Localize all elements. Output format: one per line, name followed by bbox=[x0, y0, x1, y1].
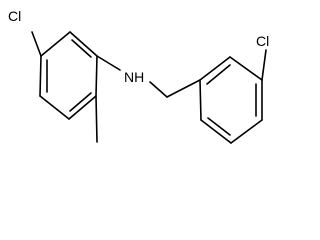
left-benzene-ring bbox=[39, 31, 98, 120]
chemical-structure-diagram: Cl NH Cl bbox=[8, 8, 269, 144]
bond-r2-r3 bbox=[229, 56, 263, 81]
bond-r4-r5 bbox=[230, 119, 263, 144]
double-bond-inner-1 bbox=[71, 39, 92, 58]
atom-label-cl-left: Cl bbox=[8, 8, 21, 24]
double-bond-inner-4 bbox=[206, 64, 231, 85]
bond-ring-to-cl-left bbox=[31, 31, 42, 57]
double-bond-inner-6 bbox=[207, 117, 231, 136]
bond-c3-c4 bbox=[68, 95, 97, 120]
double-bond-inner-2 bbox=[69, 92, 92, 112]
bond-c2-c3 bbox=[95, 55, 98, 97]
bond-r6-r1 bbox=[199, 79, 202, 121]
bond-ring-to-cl-right bbox=[261, 49, 267, 81]
bond-r1-r2 bbox=[199, 56, 231, 81]
bond-r5-r6 bbox=[200, 119, 232, 144]
bond-ring-to-nh bbox=[96, 55, 121, 71]
bond-c6-c1 bbox=[40, 31, 71, 57]
atom-label-nh: NH bbox=[124, 69, 144, 85]
bond-ch2-to-ring bbox=[166, 79, 201, 98]
bond-c5-c6 bbox=[39, 55, 42, 97]
bond-ring-to-methyl bbox=[95, 95, 98, 143]
bond-c4-c5 bbox=[39, 95, 70, 120]
atom-label-cl-right: Cl bbox=[256, 33, 269, 49]
bond-nh-to-ch2 bbox=[149, 81, 168, 98]
bond-c1-c2 bbox=[69, 31, 98, 57]
right-benzene-ring bbox=[199, 56, 263, 144]
